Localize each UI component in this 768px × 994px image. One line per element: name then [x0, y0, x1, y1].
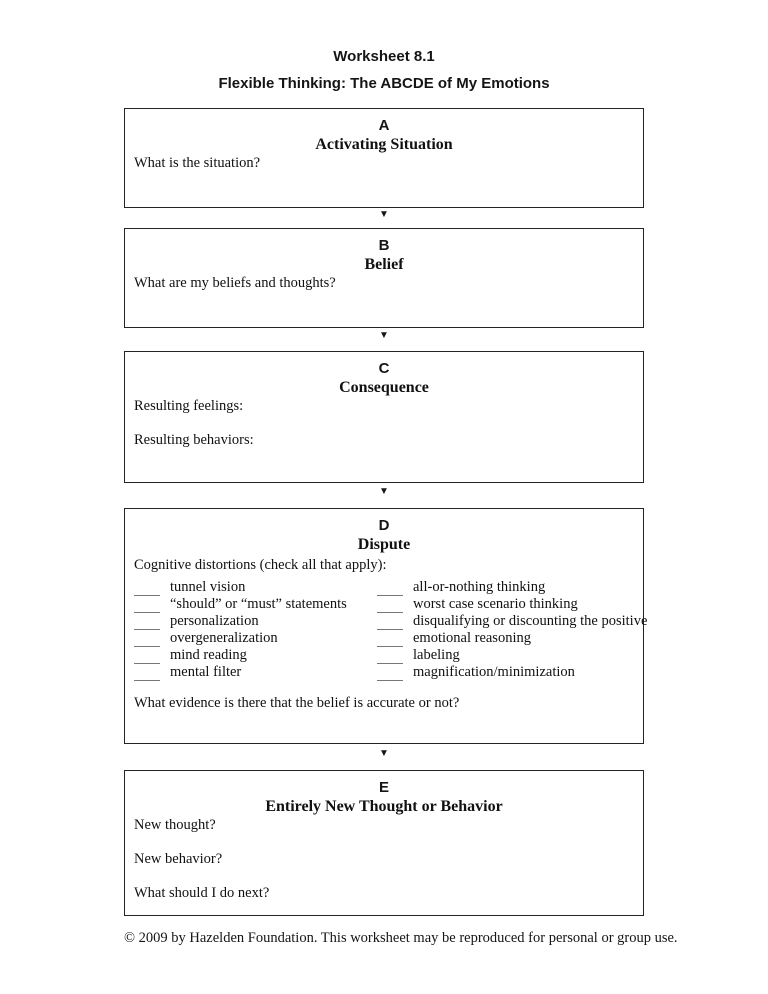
section-d-dispute: D Dispute Cognitive distortions (check a… [124, 508, 647, 744]
check-blank-line [134, 582, 160, 596]
distortion-label: disqualifying or discounting the positiv… [413, 613, 648, 629]
distortion-item: worst case scenario thinking [377, 596, 647, 613]
distortion-item: mind reading [134, 647, 377, 664]
distortion-column-right: all-or-nothing thinking worst case scena… [377, 579, 647, 681]
section-letter: B [378, 237, 390, 254]
down-arrow-icon: ▼ [379, 209, 389, 220]
check-blank-line [134, 667, 160, 681]
prompt-beliefs: What are my beliefs and thoughts? [134, 275, 336, 291]
check-blank-line [134, 650, 160, 664]
distortion-item: all-or-nothing thinking [377, 579, 647, 596]
prompt-situation: What is the situation? [134, 155, 261, 171]
distortions-instruction: Cognitive distortions (check all that ap… [134, 557, 387, 573]
distortion-item: labeling [377, 647, 647, 664]
distortion-label: overgeneralization [170, 630, 278, 646]
check-blank-line [134, 633, 160, 647]
section-a-activating-situation: A Activating Situation What is the situa… [124, 108, 644, 208]
distortion-item: tunnel vision [134, 579, 377, 596]
section-heading: Entirely New Thought or Behavior [265, 798, 503, 815]
prompt-new-behavior: New behavior? [134, 851, 223, 867]
check-blank-line [377, 650, 403, 664]
prompt-new-thought: New thought? [134, 817, 216, 833]
section-b-belief: B Belief What are my beliefs and thought… [124, 228, 644, 328]
check-blank-line [377, 616, 403, 630]
distortion-label: tunnel vision [170, 579, 246, 595]
section-letter: D [378, 517, 390, 534]
distortion-label: mental filter [170, 664, 242, 680]
down-arrow-icon: ▼ [379, 748, 389, 759]
distortion-item: personalization [134, 613, 377, 630]
check-blank-line [377, 599, 403, 613]
down-arrow-icon: ▼ [379, 486, 389, 497]
check-blank-line [377, 633, 403, 647]
section-heading: Consequence [339, 379, 429, 396]
section-heading: Dispute [357, 536, 411, 553]
distortion-item: magnification/minimization [377, 664, 647, 681]
section-letter: C [378, 360, 390, 377]
section-c-consequence: C Consequence Resulting feelings: Result… [124, 351, 644, 483]
distortion-label: all-or-nothing thinking [413, 579, 546, 595]
check-blank-line [377, 667, 403, 681]
distortion-label: labeling [413, 647, 460, 663]
section-e-new-thought-or-behavior: E Entirely New Thought or Behavior New t… [124, 770, 644, 916]
footer-copyright: © 2009 by Hazelden Foundation. This work… [124, 930, 678, 946]
prompt-resulting-behaviors: Resulting behaviors: [134, 432, 254, 448]
distortion-item: overgeneralization [134, 630, 377, 647]
distortion-label: “should” or “must” statements [170, 596, 347, 612]
distortion-checklist: tunnel vision “should” or “must” stateme… [134, 579, 647, 681]
page-subtitle: Flexible Thinking: The ABCDE of My Emoti… [218, 75, 550, 92]
distortion-label: mind reading [170, 647, 247, 663]
page-title: Worksheet 8.1 [333, 48, 435, 65]
distortion-label: emotional reasoning [413, 630, 531, 646]
prompt-resulting-feelings: Resulting feelings: [134, 398, 244, 414]
distortion-item: “should” or “must” statements [134, 596, 377, 613]
distortion-label: worst case scenario thinking [413, 596, 578, 612]
prompt-what-next: What should I do next? [134, 885, 270, 901]
check-blank-line [134, 599, 160, 613]
down-arrow-icon: ▼ [379, 330, 389, 341]
section-heading: Belief [364, 256, 404, 273]
distortion-label: magnification/minimization [413, 664, 575, 680]
prompt-evidence-question: What evidence is there that the belief i… [134, 695, 460, 711]
section-letter: A [378, 117, 390, 134]
distortion-item: disqualifying or discounting the positiv… [377, 613, 647, 630]
section-letter: E [378, 779, 389, 796]
distortion-label: personalization [170, 613, 259, 629]
section-heading: Activating Situation [315, 136, 453, 153]
distortion-item: mental filter [134, 664, 377, 681]
distortion-column-left: tunnel vision “should” or “must” stateme… [134, 579, 377, 681]
distortion-item: emotional reasoning [377, 630, 647, 647]
check-blank-line [134, 616, 160, 630]
check-blank-line [377, 582, 403, 596]
